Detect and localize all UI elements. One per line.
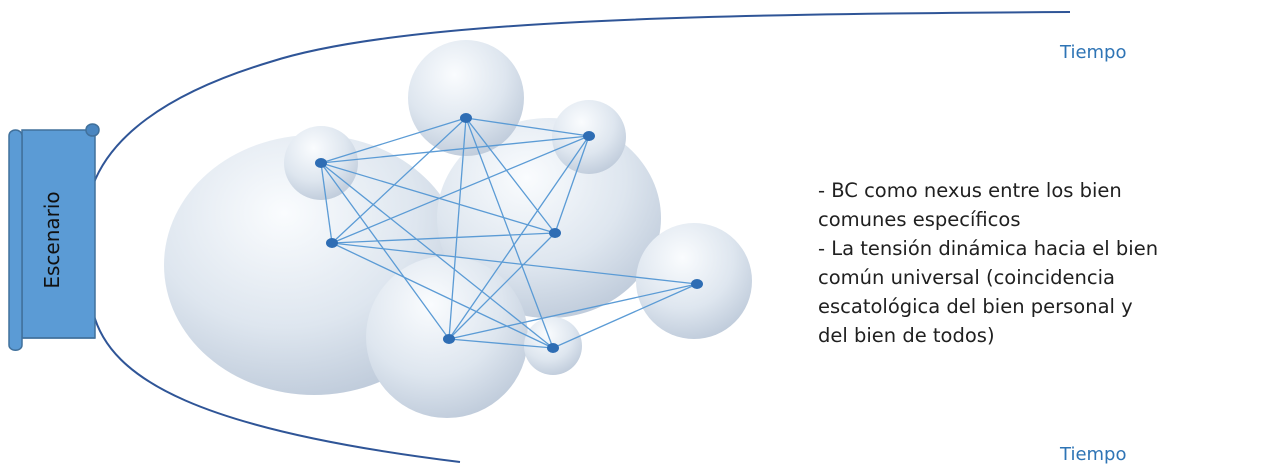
network-edge-n6-n8 (448, 338, 554, 349)
network-node-n2 (460, 113, 472, 123)
network-edge-n3-n4 (331, 135, 590, 244)
network-edge-n1-n4 (320, 162, 333, 244)
notes-line: - BC como nexus entre los bien (818, 179, 1122, 202)
notes-line: - La tensión dinámica hacia el bien (818, 237, 1159, 260)
scroll-banner (8, 123, 100, 351)
network-edge-n2-n4 (331, 117, 467, 244)
network-edge-n5-n6 (448, 232, 556, 340)
time-label-bottom: Tiempo (1060, 444, 1127, 465)
scroll-label: Escenario (40, 191, 64, 289)
network-edge-n3-n6 (448, 135, 590, 340)
time-label-top: Tiempo (1060, 42, 1127, 63)
network-node-n5 (549, 228, 561, 238)
network-edge-n4-n8 (331, 242, 554, 349)
network-node-n3 (583, 131, 595, 141)
network-edge-n1-n3 (320, 135, 590, 164)
network-edge-n1-n6 (320, 162, 450, 340)
notes-line: comunes específicos (818, 208, 1021, 231)
network-edge-n1-n2 (320, 117, 467, 164)
network-node-n8 (547, 343, 559, 353)
network-edge-n1-n5 (320, 162, 556, 234)
network-edge-n4-n5 (331, 232, 556, 244)
network-node-n1 (315, 158, 327, 168)
network-edge-n2-n5 (465, 117, 556, 234)
network-node-n6 (443, 334, 455, 344)
notes-text: - BC como nexus entre los bien comunes e… (818, 176, 1258, 350)
notes-line: del bien de todos) (818, 324, 995, 347)
network-edge-n1-n8 (320, 162, 554, 349)
network-edge-n7-n8 (552, 283, 698, 349)
notes-line: común universal (coincidencia (818, 266, 1115, 289)
time-envelope-curve (92, 11, 1071, 463)
network-edge-n6-n7 (448, 283, 698, 340)
network-edge-n2-n6 (448, 117, 467, 340)
network-edge-n3-n5 (554, 135, 590, 234)
network-edge-n2-n8 (465, 117, 554, 349)
network-edge-n2-n3 (465, 117, 590, 137)
sphere-top-center (408, 40, 524, 156)
network-edges (320, 117, 698, 349)
network-nodes (315, 113, 703, 353)
network-node-n7 (691, 279, 703, 289)
network-edge-n4-n7 (331, 242, 698, 285)
notes-line: escatológica del bien personal y (818, 295, 1133, 318)
network-node-n4 (326, 238, 338, 248)
